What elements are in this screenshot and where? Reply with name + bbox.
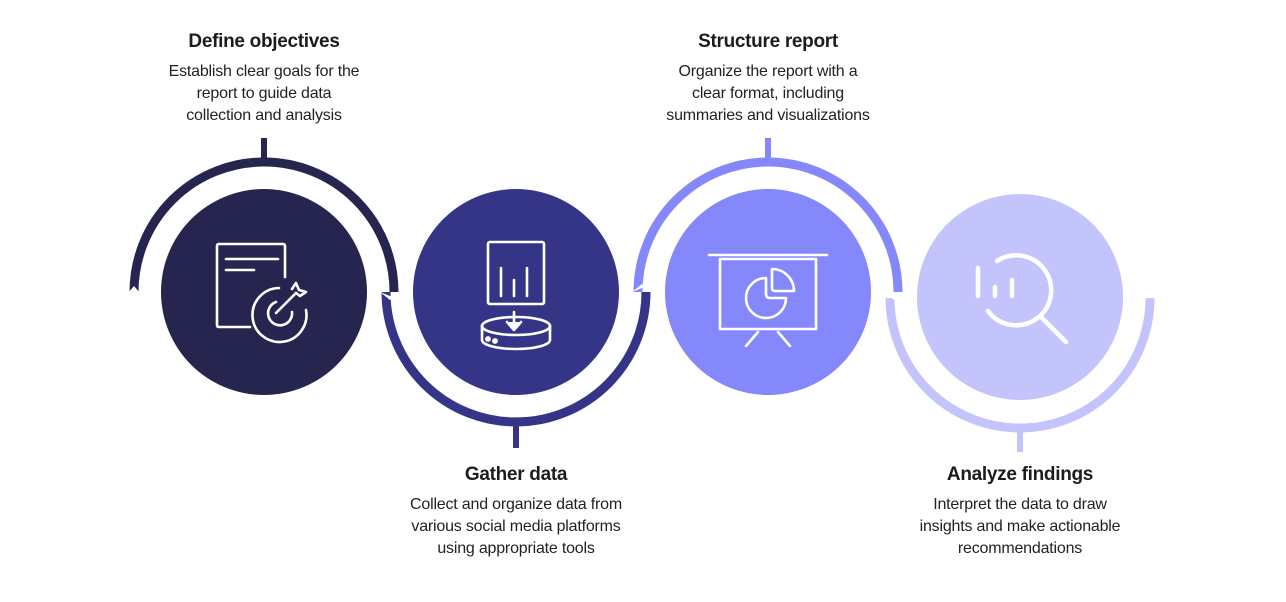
step-2-description: Collect and organize data from various s… <box>386 494 646 560</box>
step-4-title: Analyze findings <box>946 464 1094 485</box>
step-1-description: Establish clear goals for the report to … <box>134 61 394 127</box>
desc-line: using appropriate tools <box>437 540 595 557</box>
step-4-description: Interpret the data to draw insights and … <box>890 494 1150 560</box>
desc-line: insights and make actionable <box>919 518 1121 535</box>
arc-step-1 <box>129 138 399 293</box>
desc-line: Organize the report with a <box>678 63 858 80</box>
step-1-text: Define objectives Establish clear goals … <box>134 31 394 127</box>
step-1-title: Define objectives <box>188 31 340 52</box>
presentation-pie-chart-icon <box>707 253 829 348</box>
arc-step-4 <box>885 297 1155 452</box>
document-target-icon <box>215 242 308 344</box>
desc-line: Interpret the data to draw <box>933 496 1107 513</box>
arc-step-2 <box>381 291 651 448</box>
step-3-title: Structure report <box>698 31 838 52</box>
step-3-circle <box>665 189 871 395</box>
desc-line: summaries and visualizations <box>666 107 870 124</box>
desc-line: Establish clear goals for the <box>168 63 360 80</box>
desc-line: clear format, including <box>692 85 844 102</box>
step-4-text: Analyze findings Interpret the data to d… <box>890 464 1150 560</box>
desc-line: Collect and organize data from <box>410 496 622 513</box>
joint-notches <box>128 284 1156 300</box>
chart-to-database-icon <box>480 240 552 351</box>
desc-line: report to guide data <box>196 85 332 102</box>
step-4-circle <box>917 194 1123 400</box>
step-2-circle <box>413 189 619 395</box>
step-3-description: Organize the report with a clear format,… <box>638 61 898 127</box>
step-2-title: Gather data <box>464 464 568 485</box>
arc-step-3 <box>633 138 903 293</box>
magnifier-bar-chart-icon <box>975 253 1069 345</box>
desc-line: collection and analysis <box>186 107 342 124</box>
desc-line: recommendations <box>957 540 1083 557</box>
step-2-text: Gather data Collect and organize data fr… <box>386 464 646 560</box>
desc-line: various social media platforms <box>411 518 621 535</box>
step-3-text: Structure report Organize the report wit… <box>638 31 898 127</box>
